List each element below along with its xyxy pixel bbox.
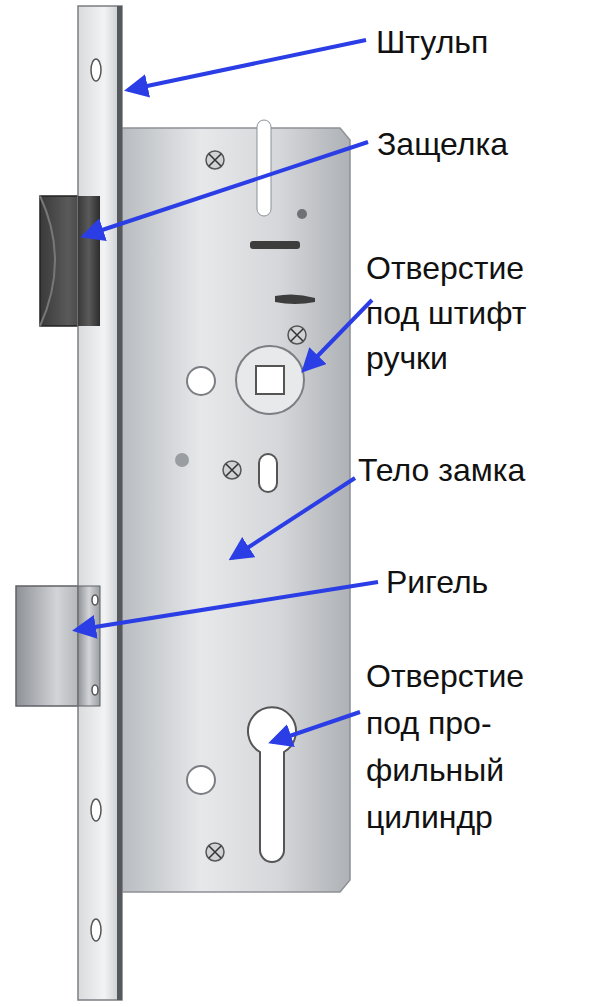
slot <box>257 120 271 216</box>
part-label: Защелка <box>377 124 508 164</box>
part-label: Ригель <box>386 562 488 602</box>
part-label: Отверстие под штифт ручки <box>366 246 571 381</box>
cylinder-hole <box>248 707 296 862</box>
screws <box>206 151 306 861</box>
latch <box>78 196 100 326</box>
faceplate-edge <box>117 6 122 1000</box>
lock-body <box>122 128 350 892</box>
faceplate <box>78 6 122 1000</box>
hole <box>187 766 215 794</box>
faceplate-holes <box>91 59 101 941</box>
slot <box>250 241 300 249</box>
part-label: Отверстие под про- фильный цилиндр <box>366 653 551 841</box>
part-label: Тело замка <box>358 450 525 490</box>
bolt <box>78 586 100 706</box>
hole <box>187 367 215 395</box>
part-label: Штульп <box>376 22 488 62</box>
pin <box>175 453 189 467</box>
square-hole <box>256 366 284 394</box>
follower <box>236 346 304 414</box>
hole <box>297 209 307 219</box>
leader-arrows <box>76 40 378 742</box>
slot <box>275 294 315 304</box>
slot <box>259 454 277 492</box>
latch-edge <box>40 196 55 326</box>
